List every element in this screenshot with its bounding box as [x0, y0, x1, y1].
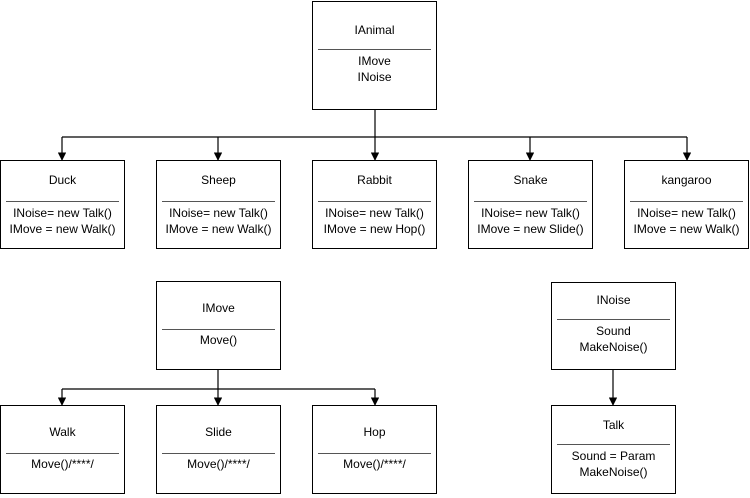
- slide-title: Slide: [205, 425, 232, 439]
- duck-separator: [6, 201, 119, 202]
- inoise-member-sound: Sound: [596, 324, 631, 338]
- snake-box: Snake INoise= new Talk() IMove = new Sli…: [468, 160, 593, 249]
- snake-separator: [474, 201, 587, 202]
- rabbit-separator: [318, 201, 431, 202]
- sheep-move-line: IMove = new Walk(): [165, 222, 272, 236]
- ianimal-title: IAnimal: [354, 23, 395, 37]
- duck-move-line: IMove = new Walk(): [9, 222, 116, 236]
- hop-separator: [318, 453, 431, 454]
- snake-noise-line: INoise= new Talk(): [481, 206, 580, 220]
- sheep-title: Sheep: [201, 173, 236, 187]
- talk-member-sound: Sound = Param: [571, 449, 656, 463]
- rabbit-box: Rabbit INoise= new Talk() IMove = new Ho…: [312, 160, 437, 249]
- inoise-title: INoise: [596, 293, 631, 307]
- hop-box: Hop Move()/****/: [312, 405, 437, 494]
- imove-separator: [162, 329, 275, 330]
- imove-box: IMove Move(): [156, 281, 281, 370]
- snake-move-line: IMove = new Slide(): [477, 222, 584, 236]
- walk-separator: [6, 453, 119, 454]
- ianimal-box: IAnimal IMove INoise: [312, 1, 437, 110]
- talk-box: Talk Sound = Param MakeNoise(): [551, 405, 676, 494]
- kangaroo-move-line: IMove = new Walk(): [633, 222, 740, 236]
- kangaroo-box: kangaroo INoise= new Talk() IMove = new …: [624, 160, 749, 249]
- talk-member-makenoise: MakeNoise(): [579, 465, 648, 479]
- ianimal-member-inoise: INoise: [357, 70, 392, 84]
- snake-title: Snake: [513, 173, 548, 187]
- duck-noise-line: INoise= new Talk(): [13, 206, 112, 220]
- inoise-box: INoise Sound MakeNoise(): [551, 282, 676, 370]
- sheep-box: Sheep INoise= new Talk() IMove = new Wal…: [156, 160, 281, 249]
- hop-title: Hop: [363, 425, 386, 439]
- inoise-separator: [557, 319, 670, 320]
- walk-member: Move()/****/: [31, 457, 94, 471]
- inoise-member-makenoise: MakeNoise(): [579, 340, 648, 354]
- walk-title: Walk: [49, 425, 76, 439]
- ianimal-separator: [318, 49, 431, 50]
- ianimal-member-imove: IMove: [358, 54, 391, 68]
- kangaroo-noise-line: INoise= new Talk(): [637, 206, 736, 220]
- hop-member: Move()/****/: [343, 457, 406, 471]
- kangaroo-title: kangaroo: [661, 173, 712, 187]
- slide-member: Move()/****/: [187, 457, 250, 471]
- rabbit-noise-line: INoise= new Talk(): [325, 206, 424, 220]
- sheep-separator: [162, 201, 275, 202]
- kangaroo-separator: [630, 201, 743, 202]
- imove-title: IMove: [202, 301, 235, 315]
- sheep-noise-line: INoise= new Talk(): [169, 206, 268, 220]
- rabbit-move-line: IMove = new Hop(): [323, 222, 426, 236]
- talk-title: Talk: [602, 418, 625, 432]
- imove-member-move: Move(): [199, 333, 238, 347]
- duck-box: Duck INoise= new Talk() IMove = new Walk…: [0, 160, 125, 249]
- talk-separator: [557, 444, 670, 445]
- slide-box: Slide Move()/****/: [156, 405, 281, 494]
- rabbit-title: Rabbit: [357, 173, 392, 187]
- walk-box: Walk Move()/****/: [0, 405, 125, 494]
- slide-separator: [162, 453, 275, 454]
- duck-title: Duck: [48, 173, 77, 187]
